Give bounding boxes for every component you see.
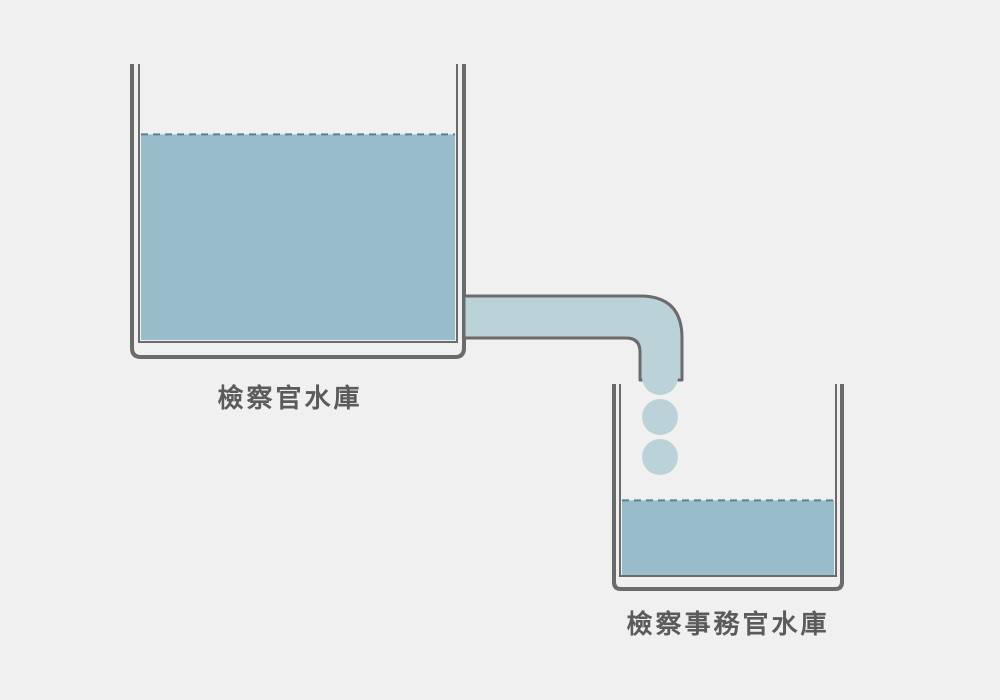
lower-reservoir-label: 檢察事務官水庫	[626, 610, 830, 640]
upper-reservoir-water	[141, 134, 455, 340]
water-drop	[642, 399, 678, 435]
lower-reservoir-container	[612, 384, 844, 591]
upper-reservoir-container	[130, 64, 466, 359]
water-drop	[642, 359, 678, 395]
upper-reservoir-inner-wall	[138, 64, 458, 343]
lower-reservoir-water	[622, 500, 834, 575]
water-drop	[642, 439, 678, 475]
water-drops	[642, 359, 678, 475]
upper-reservoir-label: 檢察官水庫	[217, 384, 363, 414]
lower-reservoir-inner-wall	[619, 384, 837, 577]
